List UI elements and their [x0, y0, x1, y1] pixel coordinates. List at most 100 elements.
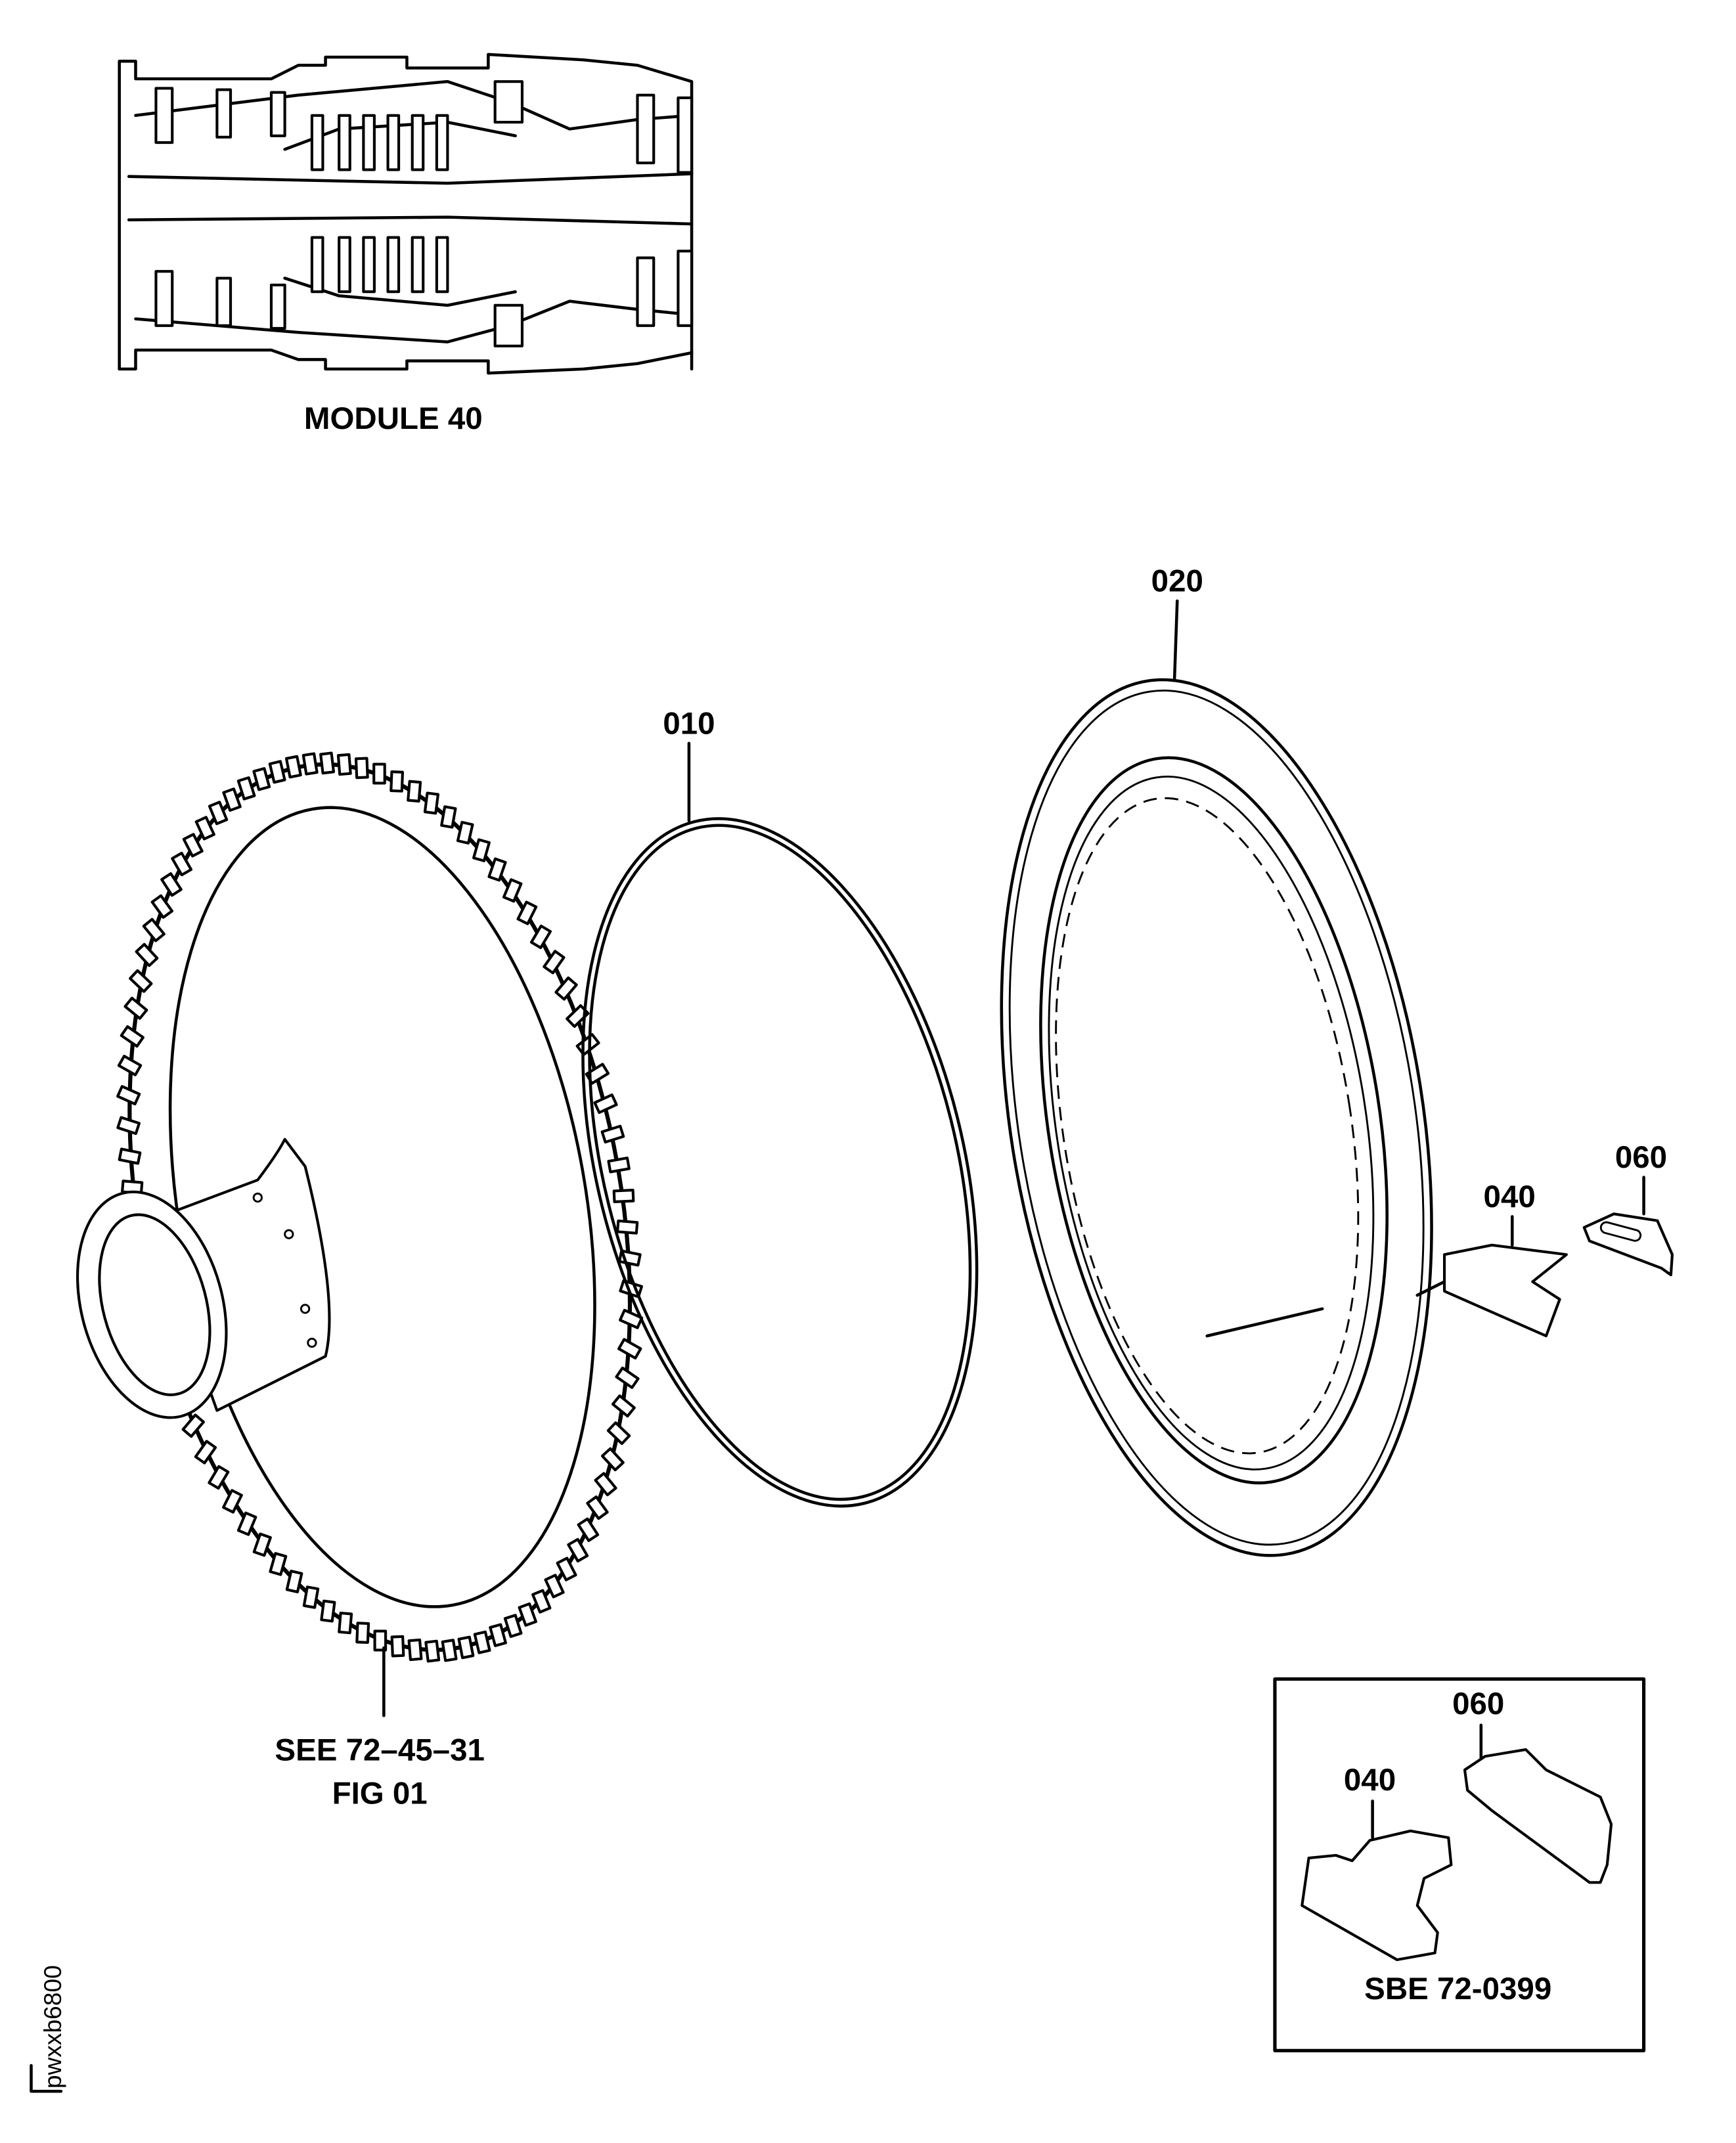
gear-tooth [182, 833, 204, 858]
gear-tooth [441, 1639, 458, 1662]
item-020-label: 020 [1151, 564, 1203, 599]
item-010-seal-ring [581, 817, 979, 1508]
gear-tooth [611, 1394, 636, 1418]
gear-tooth [252, 1532, 272, 1557]
gear-tooth [269, 1552, 288, 1576]
gear-tooth [118, 1147, 142, 1165]
gear-tooth [543, 950, 566, 975]
gear-tooth [617, 1338, 642, 1360]
gear-tooth [407, 1638, 423, 1662]
item-060-retainer [1582, 1212, 1674, 1277]
figure-id: pwxxb6800 [30, 1965, 66, 2093]
inset-caption: SBE 72-0399 [1364, 1972, 1551, 2006]
item-010-label: 010 [663, 706, 715, 741]
gear-tooth [567, 1537, 589, 1563]
gear-tooth [612, 1189, 635, 1204]
gear-tooth [440, 805, 457, 829]
gear-tooth [456, 820, 474, 845]
gear-tooth [135, 942, 159, 967]
gear-tooth [390, 1635, 405, 1658]
gear-tooth [208, 1465, 230, 1490]
gear-tooth [502, 878, 523, 903]
gear-tooth [472, 838, 491, 862]
gear-tooth [116, 1116, 141, 1136]
item-020-leader [1172, 599, 1179, 680]
gear-tooth [336, 753, 352, 776]
gear-tooth [424, 1639, 441, 1663]
gear-tooth [236, 776, 256, 801]
gear-tooth [150, 894, 174, 919]
gear-tooth [194, 816, 215, 841]
gear-tooth [160, 872, 183, 897]
gear-tooth [285, 1570, 303, 1594]
gear-tooth [373, 1629, 388, 1652]
gear-tooth [615, 1219, 639, 1235]
gear-tooth [607, 1157, 631, 1174]
gear-tooth [407, 780, 422, 803]
gear-tooth [252, 767, 271, 791]
gear-tooth [236, 1511, 257, 1536]
gear-tooth [489, 1623, 507, 1647]
gear-tooth [503, 1614, 523, 1638]
gear-tooth [120, 1025, 145, 1048]
gear-tooth [600, 1124, 625, 1144]
compressor-stages-top [154, 80, 694, 174]
gear-tooth [355, 1622, 370, 1644]
gear-tooth [615, 1366, 640, 1389]
compressor-stages-bottom [154, 236, 694, 347]
gear-tooth [302, 1585, 320, 1609]
gear-tooth [593, 1093, 618, 1115]
item-040-label: 040 [1484, 1180, 1536, 1214]
figure-id-text: pwxxb6800 [39, 1965, 66, 2088]
gear-tooth [586, 1495, 609, 1520]
gear-tooth [116, 1085, 141, 1106]
reference-line2: FIG 01 [332, 1777, 428, 1811]
item-040-clip [1442, 1243, 1568, 1338]
gear-tooth [619, 1308, 644, 1329]
gear-tooth [473, 1630, 491, 1654]
module-label: MODULE 40 [304, 401, 483, 436]
gear-tooth [554, 976, 578, 1001]
assembly-leader [1415, 1280, 1446, 1297]
gear-tooth [301, 752, 319, 776]
inset-040-part [1301, 1829, 1453, 1962]
gear-tooth [516, 900, 538, 925]
gear-disc [76, 751, 644, 1663]
gear-tooth [117, 1054, 143, 1076]
gear-tooth [606, 1421, 631, 1446]
gear-tooth [171, 851, 193, 877]
item-020-retaining-ring [1000, 678, 1433, 1557]
gear-tooth [222, 787, 242, 812]
gear-tooth [423, 791, 440, 815]
gear-tooth [222, 1489, 243, 1514]
gear-tooth [194, 1440, 217, 1465]
gear-tooth [575, 1032, 600, 1056]
gear-tooth [284, 755, 302, 779]
gear-tooth [208, 801, 229, 826]
inset-060-label: 060 [1452, 1687, 1504, 1721]
gear-tooth [457, 1635, 475, 1660]
gear-tooth [320, 1599, 336, 1623]
item-060-label: 060 [1615, 1140, 1667, 1175]
gear-tooth [518, 1602, 538, 1627]
gear-tooth [268, 760, 286, 784]
gear-tooth [129, 969, 153, 993]
gear-tooth [181, 1413, 206, 1438]
inset-040-label: 040 [1344, 1763, 1396, 1798]
gear-tooth [142, 917, 166, 942]
gear-tooth [487, 857, 507, 882]
gear-tooth [600, 1447, 625, 1472]
reference-line1: SEE 72–45–31 [275, 1733, 484, 1767]
gear-tooth [354, 757, 369, 780]
gear-tooth [531, 1589, 552, 1614]
gear-tooth [338, 1612, 353, 1635]
gear-tooth [123, 996, 148, 1020]
inset-060-part [1463, 1748, 1613, 1884]
gear-tooth [372, 762, 386, 785]
gear-tooth [594, 1472, 617, 1497]
engine-cross-section [118, 53, 694, 375]
gear-tooth [319, 751, 336, 775]
gear-tooth [529, 924, 552, 950]
gear-tooth [389, 770, 405, 793]
